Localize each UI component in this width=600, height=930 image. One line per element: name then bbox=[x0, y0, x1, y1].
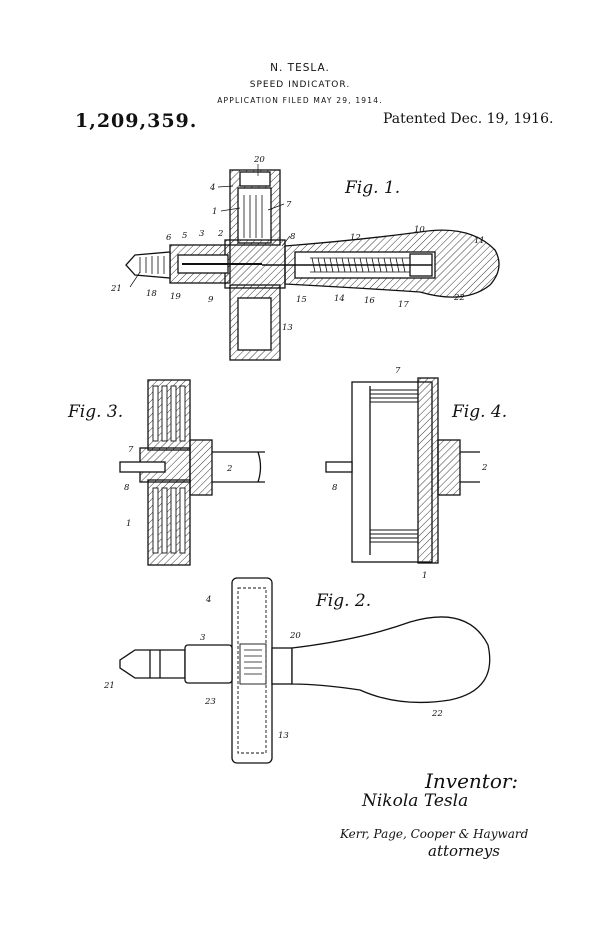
ref-numeral: 20 bbox=[289, 631, 301, 641]
figure-3-labels: Fig. 3. 7 2 8 1 bbox=[67, 402, 232, 529]
patent-number: 1,209,359. bbox=[75, 110, 198, 132]
ref-numeral: 8 bbox=[290, 232, 296, 242]
ref-numeral: 21 bbox=[103, 681, 115, 691]
application-filed: APPLICATION FILED MAY 29, 1914. bbox=[217, 96, 383, 105]
ref-numeral: 16 bbox=[364, 296, 375, 306]
figure-1-label: Fig. 1. bbox=[344, 178, 400, 198]
ref-numeral: 7 bbox=[128, 445, 134, 455]
ref-numeral: 23 bbox=[204, 697, 216, 707]
ref-numeral: 21 bbox=[110, 284, 122, 294]
ref-numeral: 8 bbox=[332, 483, 338, 493]
figure-3-label: Fig. 3. bbox=[67, 402, 123, 422]
ref-numeral: 4 bbox=[205, 595, 211, 605]
ref-numeral: 8 bbox=[124, 483, 130, 493]
ref-numeral: 6 bbox=[166, 233, 172, 243]
ref-numeral: 14 bbox=[334, 294, 345, 304]
ref-numeral: 22 bbox=[431, 709, 443, 719]
ref-numeral: 3 bbox=[199, 229, 204, 239]
ref-numeral: 1 bbox=[422, 571, 427, 581]
ref-numeral: 13 bbox=[282, 323, 293, 333]
figure-3 bbox=[119, 379, 265, 566]
ref-numeral: 22 bbox=[453, 293, 465, 303]
ref-numeral: 1 bbox=[126, 519, 131, 529]
ref-numeral: 4 bbox=[209, 183, 215, 193]
figure-4 bbox=[325, 377, 480, 564]
figure-1-leaders bbox=[129, 164, 291, 288]
figure-1-labels: Fig. 1. 20 4 1 7 8 12 10 11 6 5 3 2 21 1… bbox=[110, 155, 485, 333]
ref-numeral: 12 bbox=[350, 233, 361, 243]
ref-numeral: 20 bbox=[253, 155, 265, 165]
ref-numeral: 2 bbox=[217, 229, 223, 239]
ref-numeral: 11 bbox=[474, 236, 485, 246]
ref-numeral: 1 bbox=[212, 207, 217, 217]
ref-numeral: 15 bbox=[296, 295, 307, 305]
figure-2-label: Fig. 2. bbox=[315, 591, 371, 611]
ref-numeral: 5 bbox=[182, 231, 187, 241]
ref-numeral: 3 bbox=[200, 633, 205, 643]
ref-numeral: 19 bbox=[170, 292, 181, 302]
ref-numeral: 9 bbox=[208, 295, 214, 305]
inventor-signature: Nikola Tesla bbox=[361, 791, 468, 811]
ref-numeral: 7 bbox=[395, 366, 401, 376]
figure-2-labels: Fig. 2. 4 3 20 21 23 22 13 bbox=[103, 591, 443, 741]
figure-4-labels: Fig. 4. 7 2 8 1 bbox=[332, 366, 507, 581]
ref-numeral: 18 bbox=[146, 289, 157, 299]
figure-4-label: Fig. 4. bbox=[451, 402, 507, 422]
ref-numeral: 2 bbox=[226, 464, 232, 474]
patent-title: SPEED INDICATOR. bbox=[249, 80, 351, 90]
attorney-signature: Kerr, Page, Cooper & Hayward bbox=[339, 827, 529, 841]
patent-date: Patented Dec. 19, 1916. bbox=[383, 111, 554, 127]
ref-numeral: 17 bbox=[398, 300, 409, 310]
inventor-name: N. TESLA. bbox=[270, 62, 330, 74]
ref-numeral: 13 bbox=[278, 731, 289, 741]
attorney-label: attorneys bbox=[428, 842, 500, 860]
ref-numeral: 10 bbox=[414, 225, 425, 235]
figure-1 bbox=[125, 169, 500, 361]
signature-block: Inventor: Nikola Tesla Kerr, Page, Coope… bbox=[339, 769, 529, 860]
ref-numeral: 7 bbox=[286, 200, 292, 210]
figure-2 bbox=[119, 577, 491, 764]
inventor-heading: Inventor: bbox=[424, 769, 518, 793]
ref-numeral: 2 bbox=[481, 463, 487, 473]
